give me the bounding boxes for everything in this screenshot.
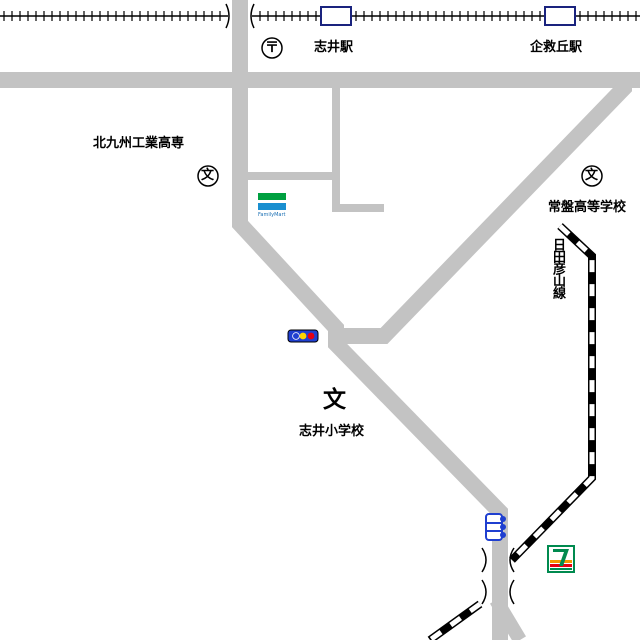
jr-railway-line bbox=[427, 223, 596, 640]
traffic-signal-icon bbox=[287, 329, 319, 343]
school-icon-tokiwa bbox=[581, 165, 603, 187]
bridge-bracket-right bbox=[250, 3, 255, 29]
hitahikosan-line-label[interactable]: 日田彦山線 bbox=[550, 238, 565, 298]
rail-crossing-bracket-2 bbox=[509, 547, 515, 573]
seven-eleven-logo bbox=[547, 545, 575, 573]
diagonal-road-ne bbox=[336, 80, 632, 344]
shii-station-marker bbox=[320, 6, 352, 26]
shii-station-label[interactable]: 志井駅 bbox=[314, 40, 354, 55]
familymart-logo bbox=[258, 193, 286, 210]
side-road-north bbox=[332, 88, 384, 212]
bridge-bracket-left bbox=[225, 3, 230, 29]
tokiwa-high-label[interactable]: 常盤高等学校 bbox=[548, 200, 627, 215]
rail-crossing-bracket-4 bbox=[509, 579, 515, 605]
rail-crossing-bracket-1 bbox=[481, 547, 487, 573]
shii-elementary-label[interactable]: 志井小学校 bbox=[299, 424, 365, 439]
school-glyph-kosen: 文 bbox=[201, 168, 215, 183]
kikugaoka-station-marker bbox=[544, 6, 576, 26]
familymart-logo-text: FamilyMart bbox=[258, 212, 286, 218]
road-south-branch bbox=[489, 596, 527, 640]
kikugaoka-station-label[interactable]: 企救丘駅 bbox=[530, 40, 583, 55]
post-office-icon bbox=[261, 37, 283, 59]
school-icon-shii-elementary: 文 bbox=[323, 387, 346, 413]
rail-crossing-bracket-3 bbox=[481, 579, 487, 605]
school-icon-kosen bbox=[197, 165, 219, 187]
main-road-vertical bbox=[232, 0, 508, 640]
traffic-signal-vertical-icon bbox=[485, 513, 506, 541]
monorail-line bbox=[0, 3, 640, 29]
kosen-label[interactable]: 北九州工業高専 bbox=[93, 136, 185, 151]
school-glyph-tokiwa: 文 bbox=[585, 168, 599, 183]
post-office-glyph: 〒 bbox=[265, 40, 279, 56]
